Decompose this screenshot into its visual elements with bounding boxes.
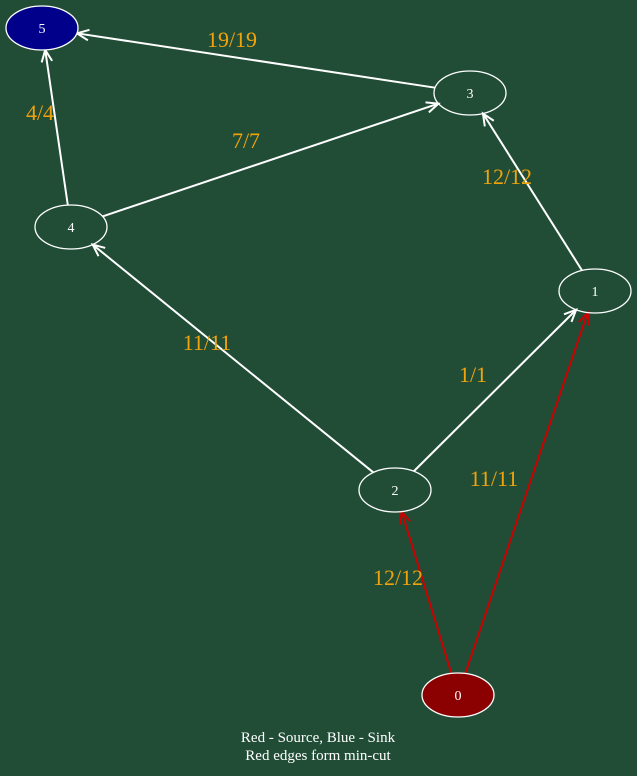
node-ellipse-5 [5, 5, 79, 51]
edge-label-3-5: 19/19 [207, 27, 257, 52]
edge-line-2-4 [92, 243, 374, 474]
node-0: 0 [421, 672, 495, 718]
edge-2-1: 1/1 [413, 308, 578, 472]
edge-0-2: 12/12 [373, 509, 453, 674]
edge-label-0-1: 11/11 [470, 466, 518, 491]
node-ellipse-1 [558, 268, 632, 314]
edge-line-0-2 [400, 511, 453, 674]
legend-line-1: Red - Source, Blue - Sink [241, 730, 396, 746]
node-2: 2 [358, 467, 432, 513]
node-3: 3 [433, 70, 507, 116]
arrowhead-1-3 [481, 111, 495, 127]
node-ellipse-2 [358, 467, 432, 513]
edge-4-3: 7/7 [102, 101, 441, 218]
edge-line-4-5 [44, 49, 69, 206]
edges-layer: 19/19 4/4 7/7 12/12 11/11 1/1 11/11 12/12 [26, 27, 590, 674]
edge-0-1: 11/11 [464, 310, 590, 674]
node-label-2: 2 [392, 484, 399, 499]
edge-line-4-3 [102, 102, 439, 218]
edge-line-0-1 [464, 312, 589, 674]
node-label-5: 5 [39, 22, 46, 37]
edge-label-2-1: 1/1 [459, 362, 487, 387]
node-ellipse-4 [34, 204, 108, 250]
edge-line-2-1 [413, 309, 577, 472]
edge-label-2-4: 11/11 [183, 330, 231, 355]
legend-line-2: Red edges form min-cut [245, 748, 391, 764]
node-ellipse-0 [421, 672, 495, 718]
edge-2-4: 11/11 [90, 243, 374, 474]
node-4: 4 [34, 204, 108, 250]
edge-3-5: 19/19 [74, 27, 436, 89]
edge-label-4-3: 7/7 [232, 128, 260, 153]
node-label-0: 0 [455, 689, 462, 704]
edge-label-1-3: 12/12 [482, 164, 532, 189]
edge-4-5: 4/4 [26, 47, 69, 206]
node-label-4: 4 [68, 221, 75, 236]
edge-1-3: 12/12 [481, 111, 583, 272]
node-ellipse-3 [433, 70, 507, 116]
node-5: 5 [5, 5, 79, 51]
edge-line-1-3 [482, 112, 583, 272]
node-label-3: 3 [467, 87, 474, 102]
node-label-1: 1 [592, 285, 599, 300]
edge-label-4-5: 4/4 [26, 100, 54, 125]
edge-label-0-2: 12/12 [373, 565, 423, 590]
nodes-layer: 5 3 4 1 2 0 [5, 5, 632, 718]
node-1: 1 [558, 268, 632, 314]
edge-line-3-5 [76, 32, 436, 89]
